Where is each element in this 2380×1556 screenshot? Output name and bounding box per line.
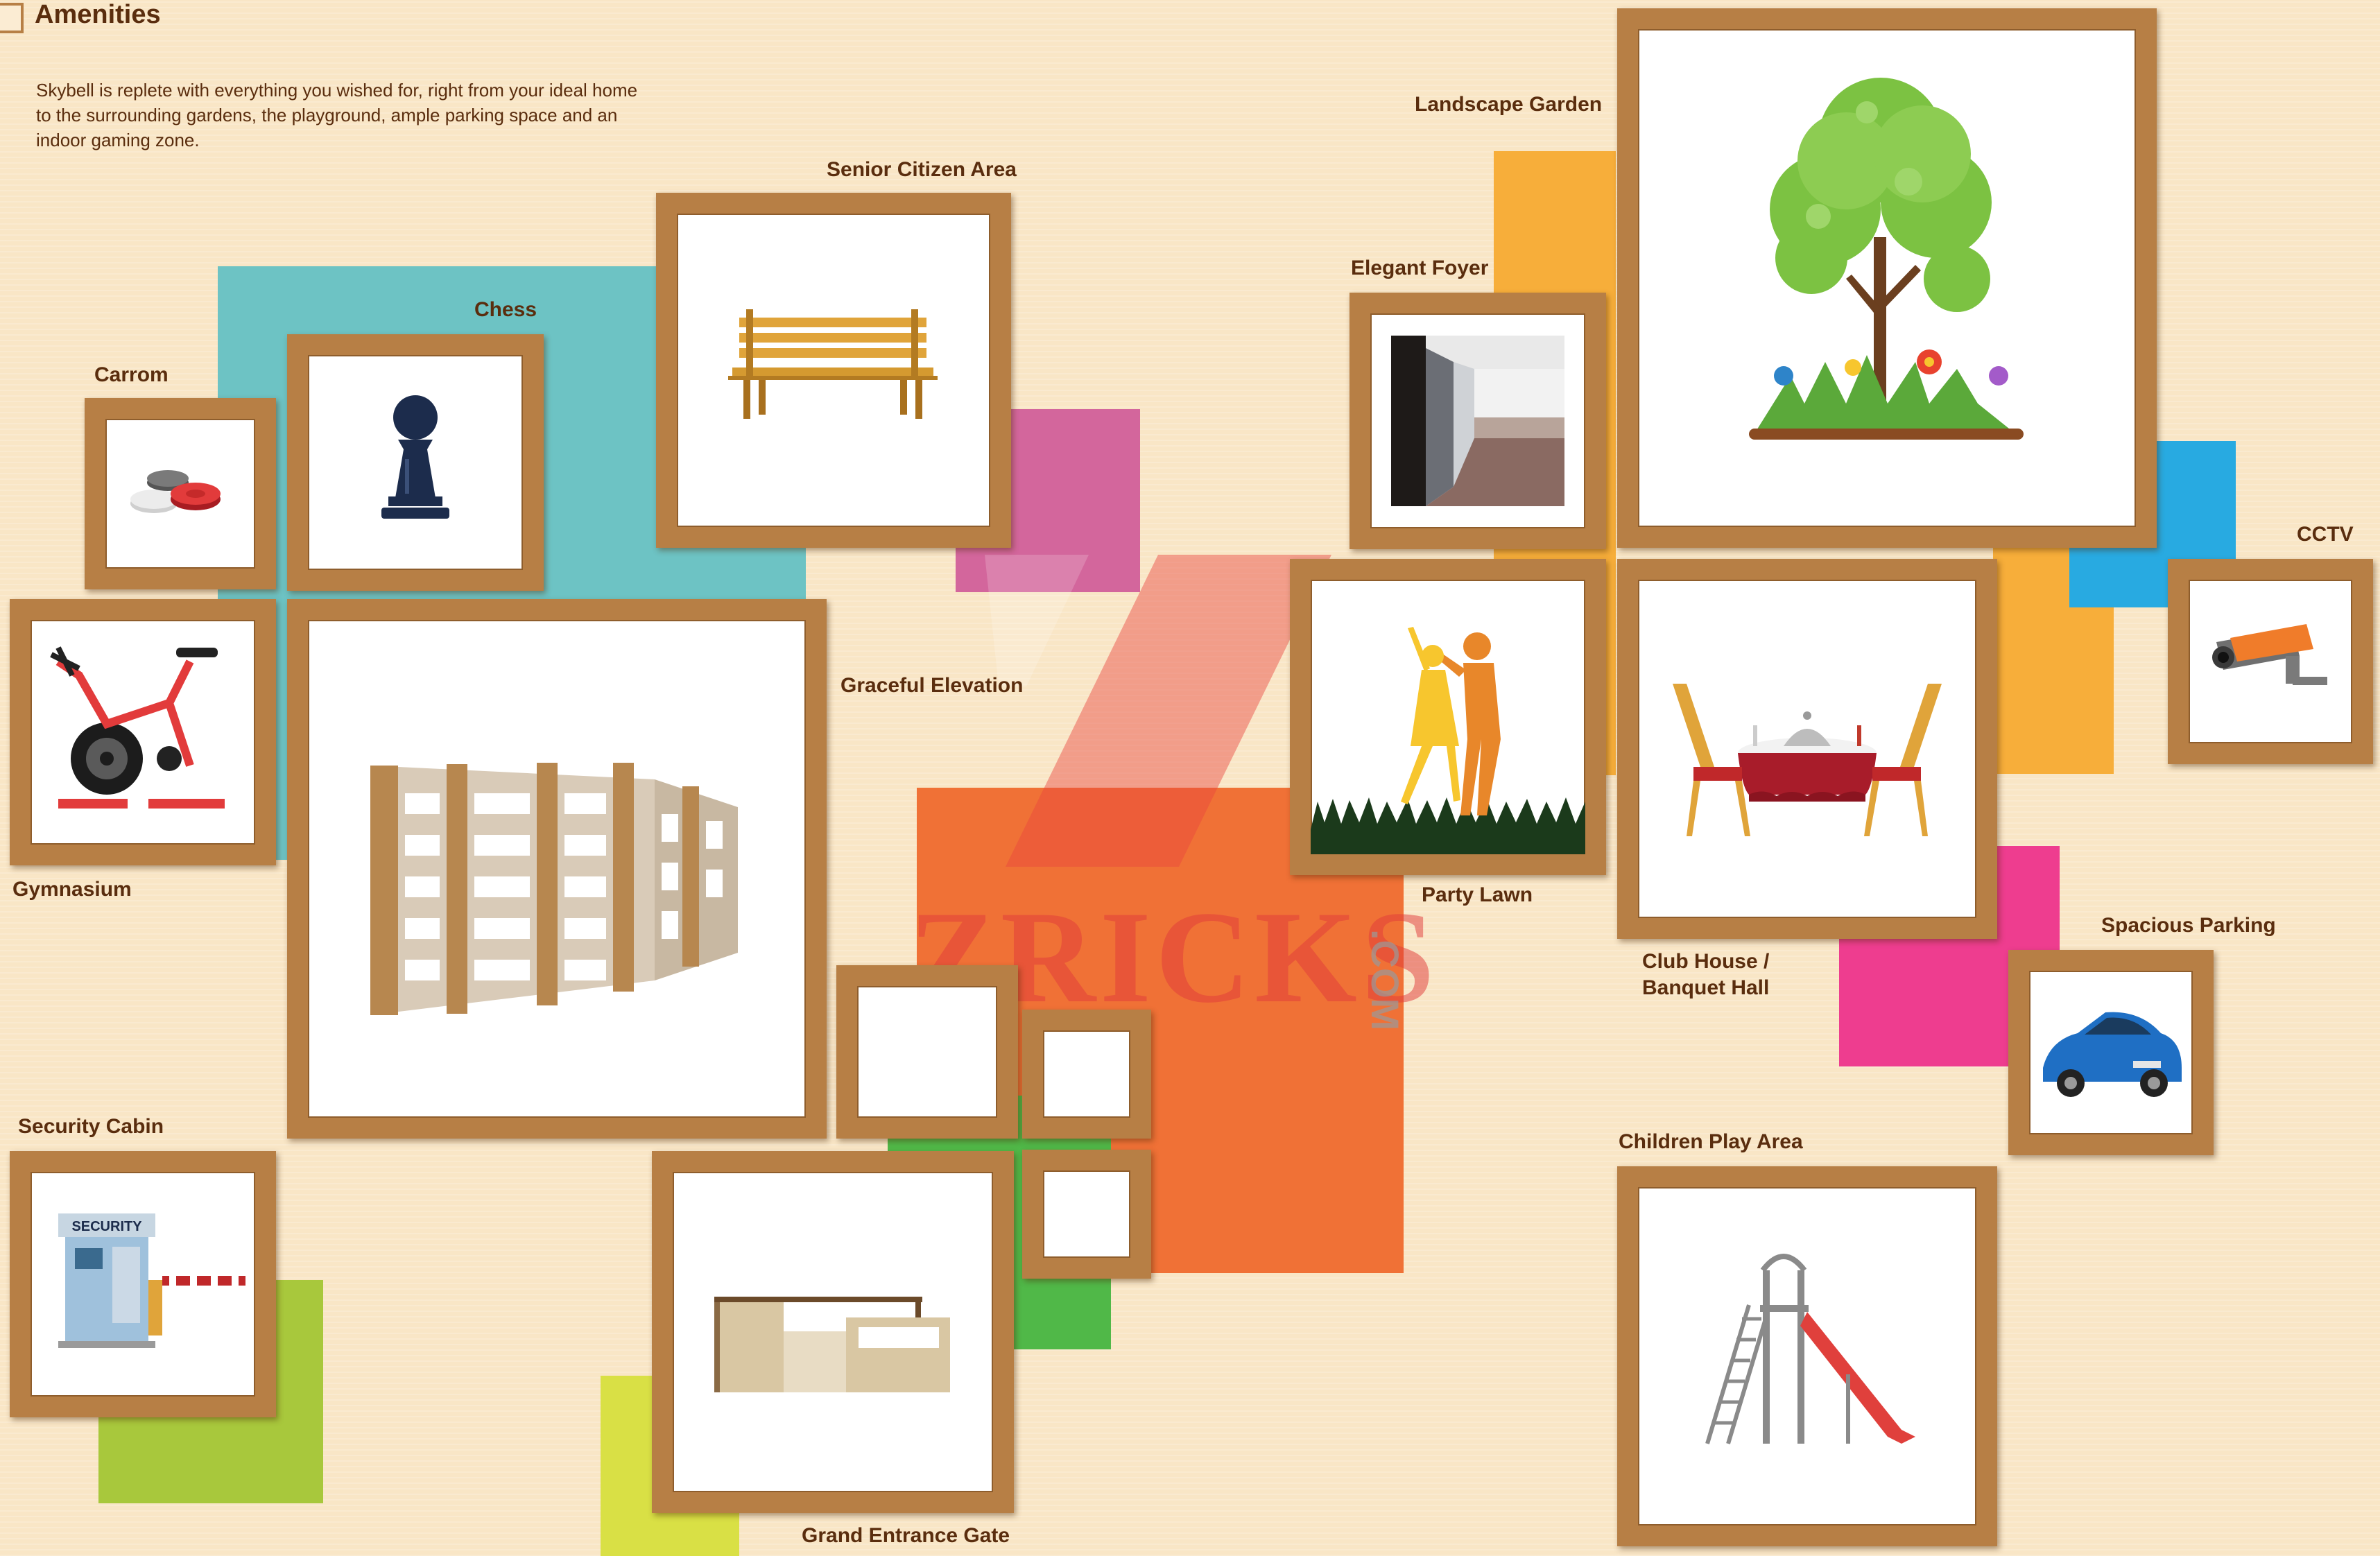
frame-empty-1: [836, 965, 1018, 1139]
label-club-house-line1: Club House /: [1642, 950, 1770, 973]
entrance-gate-icon: [714, 1297, 950, 1392]
label-children-play-area: Children Play Area: [1619, 1130, 1803, 1153]
label-carrom: Carrom: [94, 363, 169, 386]
frame-security-cabin: SECURITY: [10, 1151, 276, 1417]
frame-gymnasium: [10, 599, 276, 865]
dining-table-icon: [1673, 684, 1942, 836]
park-bench-icon: [728, 309, 938, 419]
watermark-logo: [985, 555, 1331, 867]
frame-children-play-area: [1617, 1166, 1997, 1546]
frame-grand-entrance-gate: [652, 1151, 1014, 1513]
label-gymnasium: Gymnasium: [12, 878, 132, 901]
exercise-bike-icon: [50, 646, 225, 809]
label-security-cabin: Security Cabin: [18, 1115, 164, 1138]
title-marker: [0, 3, 24, 33]
security-sign-text: SECURITY: [71, 1219, 142, 1234]
frame-chess: [287, 334, 544, 591]
carrom-coins-icon: [130, 470, 221, 513]
frame-elegant-foyer: [1349, 293, 1606, 549]
page-title: Amenities: [35, 0, 161, 29]
label-spacious-parking: Spacious Parking: [2101, 914, 2276, 937]
frame-landscape-garden: [1617, 8, 2157, 548]
label-grand-entrance-gate: Grand Entrance Gate: [802, 1524, 1010, 1547]
label-senior-citizen-area: Senior Citizen Area: [827, 158, 1017, 181]
frame-empty-3: [1022, 1150, 1151, 1279]
playground-slide-icon: [1705, 1254, 1915, 1444]
frame-empty-2: [1022, 1010, 1151, 1139]
chess-pawn-icon: [381, 395, 449, 519]
intro-text: Skybell is replete with everything you w…: [36, 80, 638, 150]
car-icon: [2043, 1012, 2182, 1097]
frame-senior-citizen-area: [656, 193, 1011, 548]
corridor-icon: [1391, 336, 1564, 506]
frame-party-lawn: [1290, 559, 1606, 875]
label-landscape-garden: Landscape Garden: [1415, 93, 1603, 116]
frame-carrom: [85, 398, 276, 589]
label-elegant-foyer: Elegant Foyer: [1351, 257, 1489, 279]
cctv-camera-icon: [2212, 624, 2327, 685]
frame-cctv: [2168, 559, 2373, 764]
apartment-building-icon: [370, 763, 738, 1015]
frame-club-house: [1617, 559, 1997, 939]
label-graceful-elevation: Graceful Elevation: [840, 674, 1024, 697]
frame-spacious-parking: [2008, 950, 2214, 1155]
label-party-lawn: Party Lawn: [1422, 883, 1533, 906]
label-chess: Chess: [474, 298, 537, 321]
label-cctv: CCTV: [2297, 523, 2354, 546]
dancing-couple-icon: [1311, 627, 1585, 854]
watermark-suffix: .COM: [1363, 929, 1407, 1031]
frame-graceful-elevation: [287, 599, 827, 1139]
tree-garden-icon: [1749, 78, 2024, 440]
security-booth-icon: SECURITY: [58, 1213, 245, 1348]
label-club-house-line2: Banquet Hall: [1642, 976, 1770, 999]
